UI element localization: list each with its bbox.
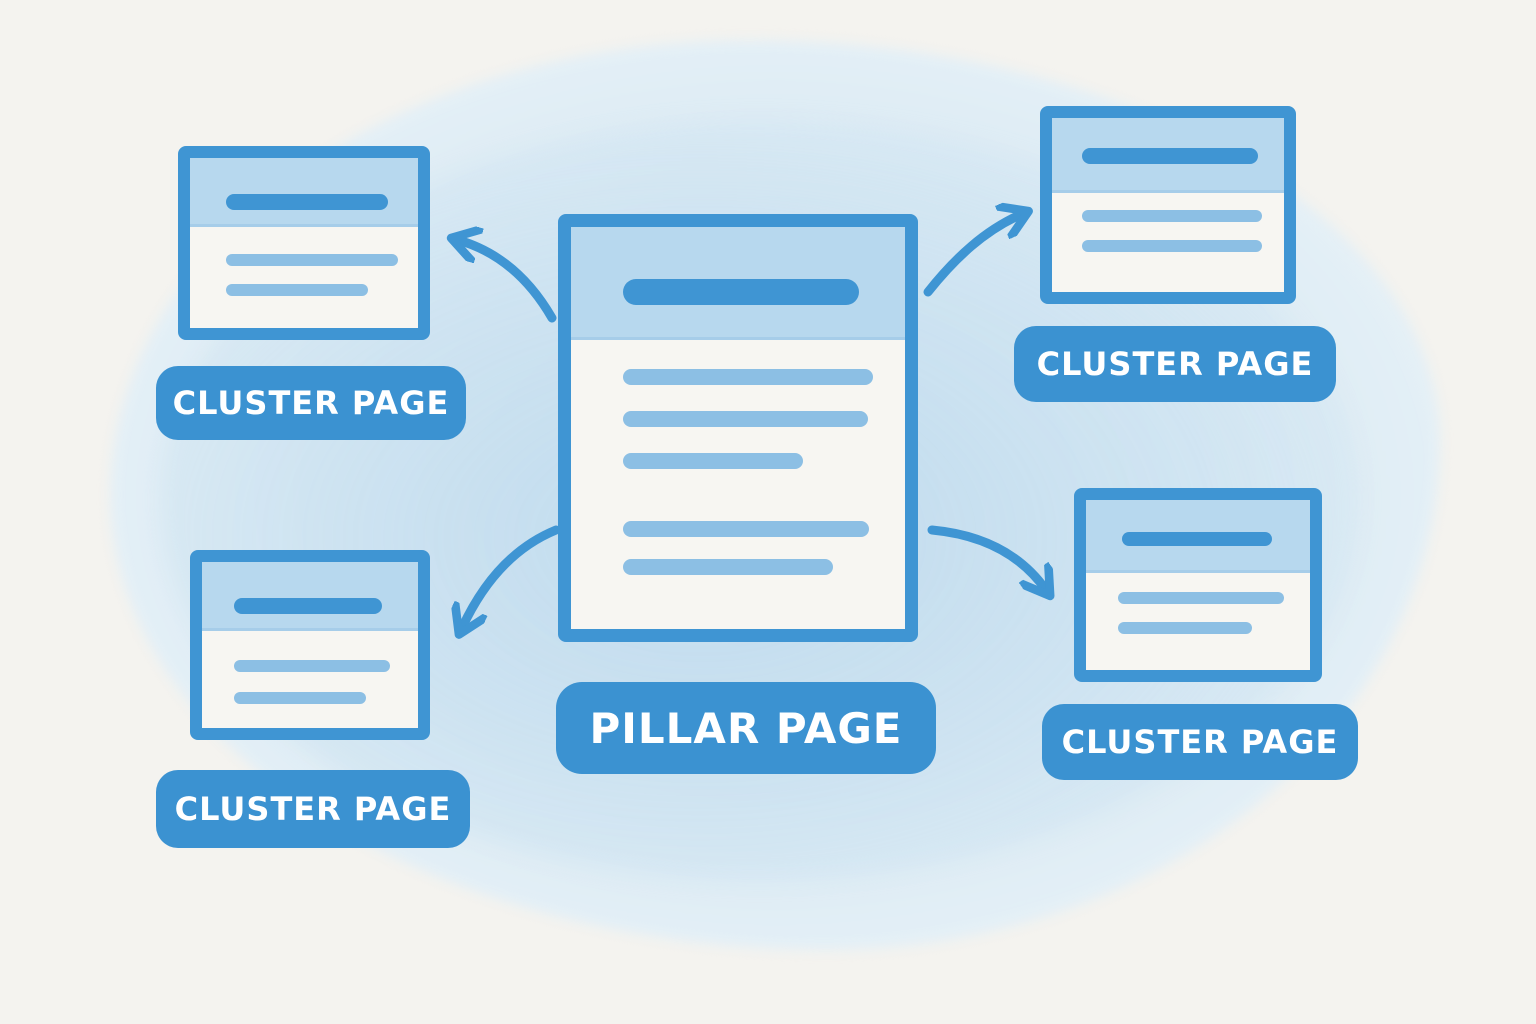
cluster-title-line xyxy=(226,194,388,210)
arrow-to-cluster-bottom-right xyxy=(927,525,1046,590)
pillar-text-line xyxy=(623,411,868,427)
cluster-page-label-bottom-right: CLUSTER PAGE xyxy=(1042,704,1358,780)
pillar-text-line xyxy=(623,559,833,575)
cluster-page-label-top-right: CLUSTER PAGE xyxy=(1014,326,1336,402)
pillar-text-line xyxy=(623,369,873,385)
cluster-page-card-top-left xyxy=(178,146,430,340)
cluster-title-line xyxy=(1122,532,1272,546)
cluster-text-line xyxy=(1082,240,1262,252)
cluster-text-line xyxy=(234,692,366,704)
cluster-page-header xyxy=(202,562,418,631)
cluster-page-card-bottom-left xyxy=(190,550,430,740)
cluster-title-line xyxy=(234,598,382,614)
cluster-page-card-top-right xyxy=(1040,106,1296,304)
cluster-text-line xyxy=(226,284,368,296)
cluster-text-line xyxy=(1118,622,1252,634)
arrow-to-cluster-bottom-left xyxy=(462,525,561,628)
cluster-text-line xyxy=(226,254,398,266)
pillar-text-line xyxy=(623,453,803,469)
pillar-title-line xyxy=(623,279,859,305)
cluster-text-line xyxy=(1118,592,1284,604)
cluster-text-line xyxy=(234,660,390,672)
cluster-page-label-bottom-left: CLUSTER PAGE xyxy=(156,770,470,848)
pillar-text-line xyxy=(623,521,869,537)
cluster-page-label-top-left: CLUSTER PAGE xyxy=(156,366,466,440)
arrow-to-cluster-top-right xyxy=(923,214,1022,297)
cluster-page-header xyxy=(190,158,418,227)
pillar-page-card xyxy=(558,214,918,642)
pillar-page-label: PILLAR PAGE xyxy=(556,682,936,774)
cluster-title-line xyxy=(1082,148,1258,164)
arrow-to-cluster-top-left xyxy=(458,240,557,323)
cluster-page-card-bottom-right xyxy=(1074,488,1322,682)
cluster-text-line xyxy=(1082,210,1262,222)
